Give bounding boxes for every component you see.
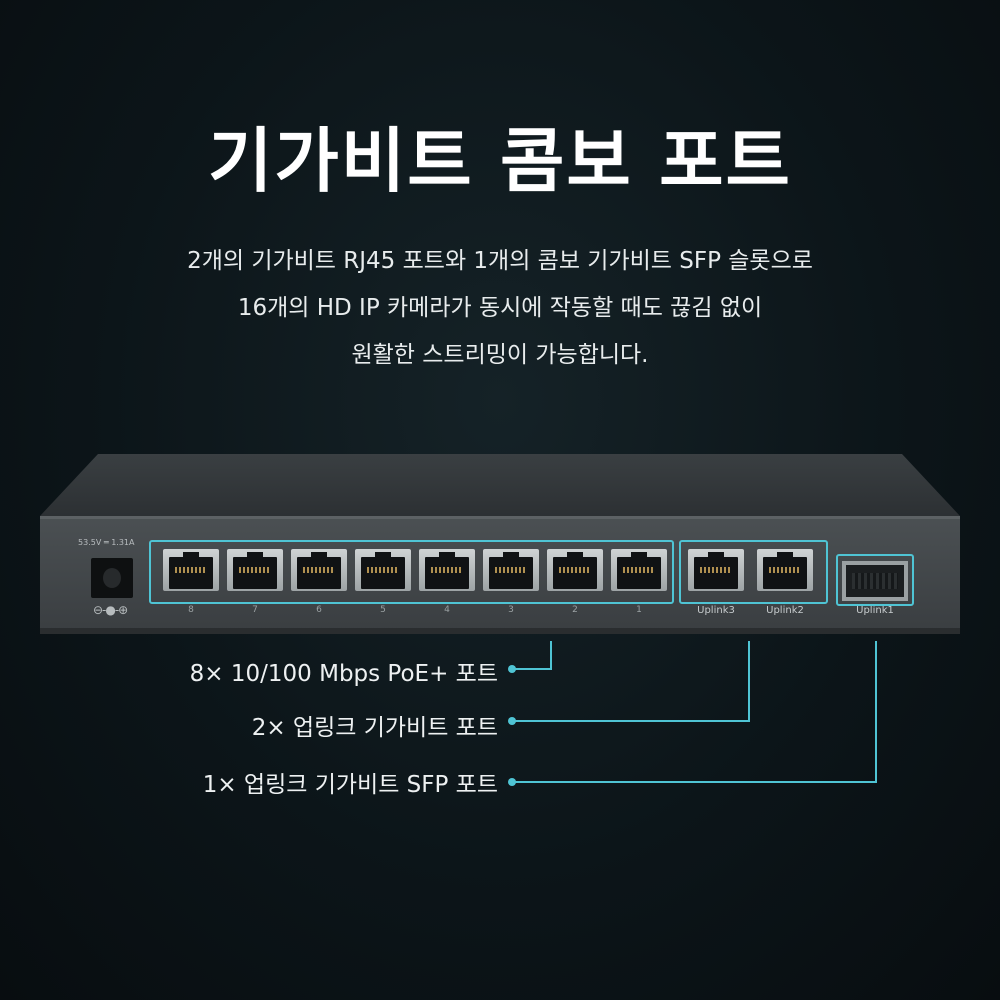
poe-port-5 (355, 549, 411, 591)
description-line-2: 16개의 HD IP 카메라가 동시에 작동할 때도 끊김 없이 (237, 295, 763, 321)
poe-port-6 (291, 549, 347, 591)
port-number-label: 7 (252, 605, 258, 615)
port-number-label: 6 (316, 605, 322, 615)
callout-uplink-ports: 2× 업링크 기가비트 포트 (251, 715, 498, 741)
poe-port-8 (163, 549, 219, 591)
uplink2-port (757, 549, 813, 591)
callout-poe-ports: 8× 10/100 Mbps PoE+ 포트 (189, 661, 498, 687)
uplink3-port (688, 549, 744, 591)
description-line-3: 원활한 스트리밍이 가능합니다. (351, 342, 649, 368)
callout-sfp-port: 1× 업링크 기가비트 SFP 포트 (202, 772, 498, 798)
port-number-label: 5 (380, 605, 386, 615)
power-rating-label: 53.5V ═ 1.31A (78, 538, 135, 547)
port-number-label: 3 (508, 605, 514, 615)
poe-port-3 (483, 549, 539, 591)
uplink1-label: Uplink1 (856, 605, 894, 616)
port-number-label: 2 (572, 605, 578, 615)
description-line-1: 2개의 기가비트 RJ45 포트와 1개의 콤보 기가비트 SFP 슬롯으로 (187, 248, 813, 274)
sfp-slot (842, 561, 908, 601)
poe-port-4 (419, 549, 475, 591)
port-number-label: 4 (444, 605, 450, 615)
uplink3-label: Uplink3 (697, 605, 735, 616)
poe-port-7 (227, 549, 283, 591)
power-jack (91, 558, 133, 598)
port-number-label: 8 (188, 605, 194, 615)
page-title: 기가비트 콤보 포트 (208, 120, 792, 202)
poe-port-2 (547, 549, 603, 591)
uplink2-label: Uplink2 (766, 605, 804, 616)
polarity-icon: ⊖-●-⊕ (93, 603, 128, 617)
poe-port-1 (611, 549, 667, 591)
port-number-label: 1 (636, 605, 642, 615)
